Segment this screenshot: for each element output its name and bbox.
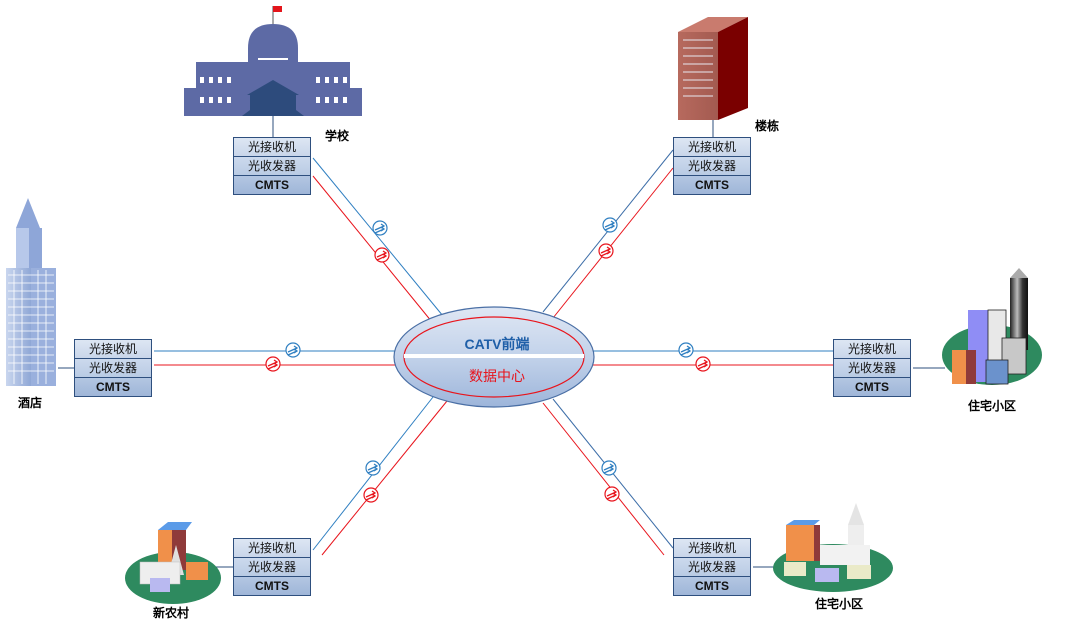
- village-icon: [125, 522, 221, 604]
- site-label-hotel: 酒店: [18, 396, 43, 410]
- headend-datacenter-node[interactable]: [393, 306, 595, 408]
- optical-receiver-row: 光接收机: [75, 340, 151, 359]
- optical-connector-icon: [604, 486, 620, 502]
- government-building-icon: [184, 6, 362, 116]
- optical-receiver-row: 光接收机: [234, 138, 310, 157]
- cmts-row: CMTS: [834, 378, 910, 396]
- optical-connector-icon: [695, 356, 711, 372]
- equipment-stack-building[interactable]: 光接收机 光收发器 CMTS: [673, 137, 751, 195]
- cmts-row: CMTS: [75, 378, 151, 396]
- optical-connector-icon: [678, 342, 694, 358]
- return-link-village: [321, 400, 448, 556]
- optical-receiver-row: 光接收机: [674, 138, 750, 157]
- return-link-building: [552, 167, 674, 319]
- optical-connector-icon: [601, 460, 617, 476]
- optical-receiver-row: 光接收机: [834, 340, 910, 359]
- optical-connector-icon: [602, 217, 618, 233]
- cmts-row: CMTS: [234, 176, 310, 194]
- optical-connector-icon: [598, 243, 614, 259]
- return-link-school: [312, 175, 433, 323]
- city-blocks-icon: [942, 268, 1042, 385]
- equipment-stack-residential-southeast[interactable]: 光接收机 光收发器 CMTS: [673, 538, 751, 596]
- skyscraper-icon: [6, 198, 56, 386]
- optical-connector-icon: [374, 247, 390, 263]
- site-label-building: 楼栋: [755, 119, 780, 133]
- center-top-label: CATV前端: [464, 336, 530, 352]
- equipment-stack-school[interactable]: 光接收机 光收发器 CMTS: [233, 137, 311, 195]
- return-link-residential-southeast: [542, 402, 665, 556]
- optical-connector-icon: [365, 460, 381, 476]
- optical-transceiver-row: 光收发器: [834, 359, 910, 378]
- optical-transceiver-row: 光收发器: [674, 558, 750, 577]
- optical-transceiver-row: 光收发器: [75, 359, 151, 378]
- optical-connector-icon: [265, 356, 281, 372]
- site-label-residential-southeast: 住宅小区: [815, 597, 864, 611]
- site-label-residential-east: 住宅小区: [968, 399, 1017, 413]
- equipment-stack-hotel[interactable]: 光接收机 光收发器 CMTS: [74, 339, 152, 397]
- cmts-row: CMTS: [674, 577, 750, 595]
- optical-connector-icon: [363, 487, 379, 503]
- cmts-row: CMTS: [674, 176, 750, 194]
- optical-transceiver-row: 光收发器: [234, 157, 310, 176]
- town-icon: [773, 503, 893, 592]
- center-bottom-label: 数据中心: [469, 369, 525, 385]
- site-label-school: 学校: [325, 129, 350, 143]
- optical-connector-icon: [372, 220, 388, 236]
- cmts-row: CMTS: [234, 577, 310, 595]
- optical-transceiver-row: 光收发器: [234, 558, 310, 577]
- equipment-stack-residential-east[interactable]: 光接收机 光收发器 CMTS: [833, 339, 911, 397]
- site-label-village: 新农村: [153, 606, 190, 620]
- downstream-link-school: [312, 157, 444, 317]
- optical-connector-icon: [285, 342, 301, 358]
- equipment-stack-village[interactable]: 光接收机 光收发器 CMTS: [233, 538, 311, 596]
- optical-receiver-row: 光接收机: [674, 539, 750, 558]
- optical-receiver-row: 光接收机: [234, 539, 310, 558]
- optical-transceiver-row: 光收发器: [674, 157, 750, 176]
- office-building-icon: [678, 17, 748, 120]
